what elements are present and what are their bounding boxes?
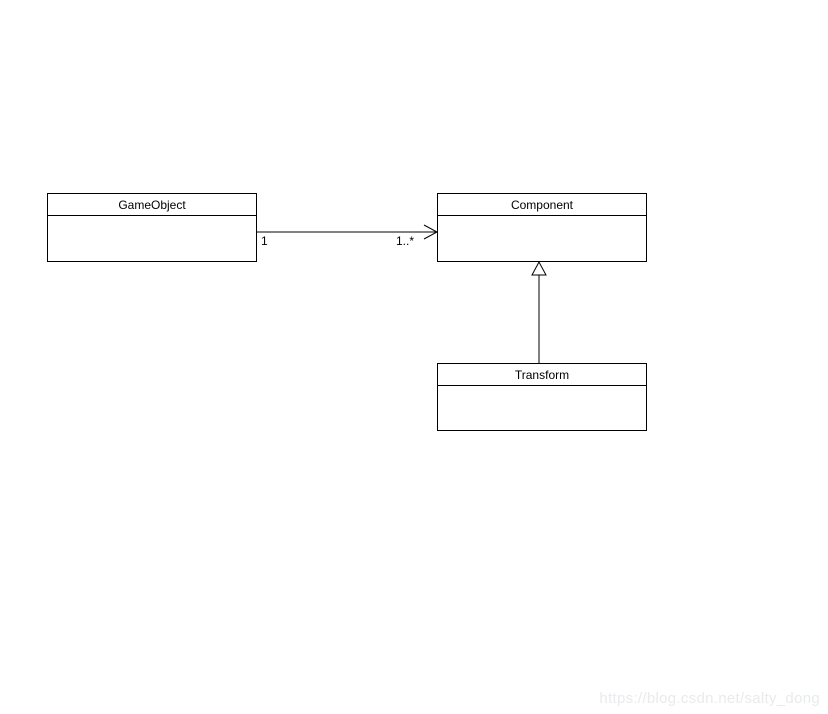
- class-box-gameobject: GameObject: [47, 193, 257, 262]
- class-box-transform: Transform: [437, 363, 647, 431]
- class-name-component: Component: [438, 194, 646, 216]
- association-source-multiplicity: 1: [261, 234, 268, 248]
- association-target-multiplicity: 1..*: [396, 234, 415, 248]
- class-name-gameobject: GameObject: [48, 194, 256, 216]
- generalization-hollow-triangle-icon: [531, 260, 547, 276]
- class-name-transform: Transform: [438, 364, 646, 386]
- class-box-component: Component: [437, 193, 647, 262]
- watermark-text: https://blog.csdn.net/salty_dong: [599, 690, 820, 707]
